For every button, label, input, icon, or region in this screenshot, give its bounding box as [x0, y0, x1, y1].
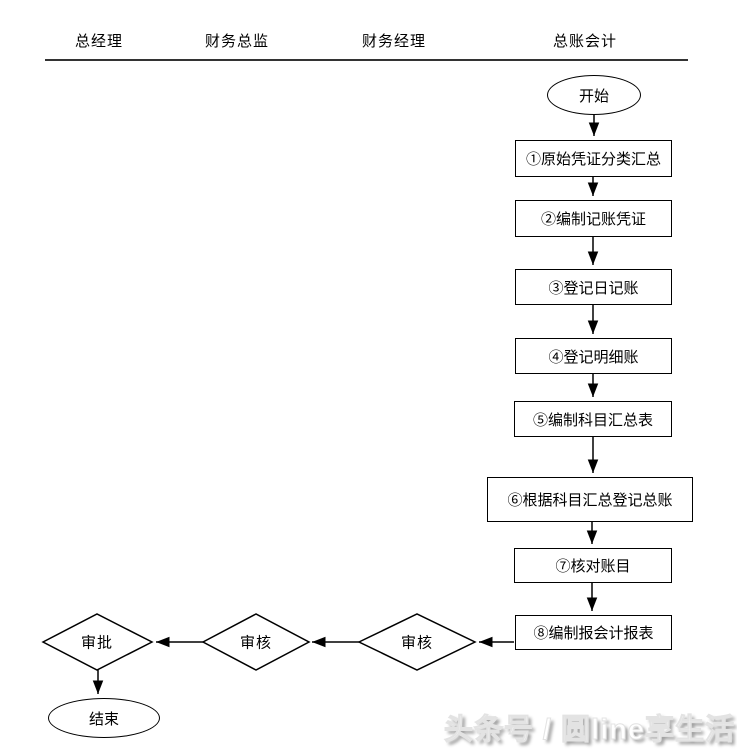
step-2-box: ②编制记账凭证 — [515, 200, 672, 237]
step-6-box: ⑥根据科目汇总登记总账 — [487, 477, 693, 522]
decision-label-review-finance-director: 审核 — [239, 635, 273, 652]
lane-header-ledger-accountant: 总账会计 — [552, 34, 618, 50]
decision-diamond-review-finance-manager — [357, 613, 477, 671]
decision-label-approve-general-manager: 审批 — [80, 635, 114, 652]
end-node: 结束 — [48, 698, 160, 738]
decision-diamond-approve-general-manager — [41, 613, 154, 671]
lane-header-finance-manager: 财务经理 — [361, 34, 427, 50]
step-8-box: ⑧编制报会计报表 — [515, 615, 672, 650]
step-4-box: ④登记明细账 — [515, 338, 672, 374]
start-node: 开始 — [547, 75, 641, 115]
step-7-box: ⑦核对账目 — [514, 548, 672, 583]
header-divider-line — [45, 59, 688, 61]
decision-label-review-finance-manager: 审核 — [400, 635, 434, 652]
watermark-text: 头条号 / 圆line享生活 — [443, 714, 735, 747]
lane-header-finance-director: 财务总监 — [204, 34, 270, 50]
step-3-box: ③登记日记账 — [515, 269, 672, 305]
lane-header-general-manager: 总经理 — [74, 34, 124, 50]
decision-diamond-review-finance-director — [201, 613, 311, 671]
step-1-box: ①原始凭证分类汇总 — [515, 140, 672, 177]
step-5-box: ⑤编制科目汇总表 — [514, 401, 672, 437]
